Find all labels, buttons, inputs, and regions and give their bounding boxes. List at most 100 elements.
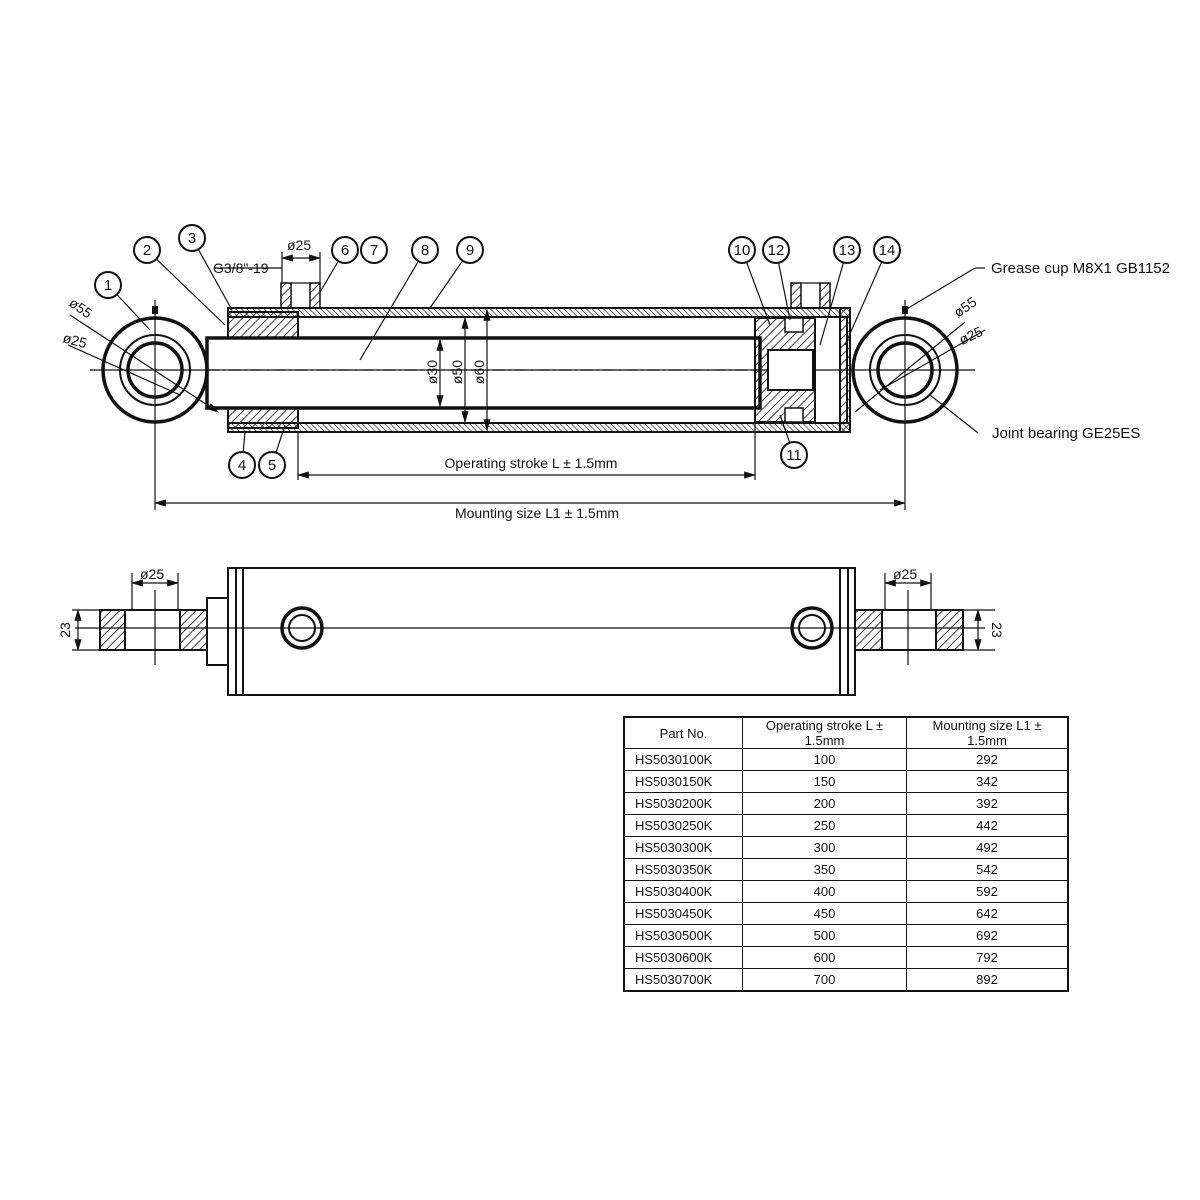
callout-leader: [242, 431, 246, 453]
callout-12: 12: [768, 242, 785, 259]
callout-leader: [779, 414, 791, 443]
cell-mounting: 542: [906, 858, 1069, 881]
cell-mounting: 292: [906, 748, 1069, 771]
cell-mounting: 342: [906, 770, 1069, 793]
header-mounting: Mounting size L1 ± 1.5mm: [906, 716, 1069, 749]
gland-top: [227, 311, 299, 339]
cell-mounting: 642: [906, 902, 1069, 925]
callout-leader: [359, 260, 419, 361]
cell-part-no: HS5030700K: [623, 968, 743, 992]
tube-diameter-label: ø60: [471, 360, 487, 384]
side-left-diameter-label: ø25: [140, 566, 164, 582]
cell-stroke: 300: [742, 836, 907, 859]
left-rod-eye: [67, 300, 220, 510]
cell-mounting: 392: [906, 792, 1069, 815]
callout-6: 6: [341, 242, 349, 259]
left-eye-outer-label: ø55: [66, 294, 95, 321]
callout-10: 10: [734, 242, 751, 259]
cell-stroke: 500: [742, 924, 907, 947]
cell-stroke: 700: [742, 968, 907, 992]
callout-circle: [178, 224, 206, 252]
callout-4: 4: [238, 457, 246, 474]
callout-circle: [360, 236, 388, 264]
cell-mounting: 442: [906, 814, 1069, 837]
cell-stroke: 450: [742, 902, 907, 925]
left-eye-inner-label: ø25: [61, 329, 89, 351]
cell-part-no: HS5030100K: [623, 748, 743, 771]
callout-circle: [762, 236, 790, 264]
cell-part-no: HS5030400K: [623, 880, 743, 903]
cell-stroke: 400: [742, 880, 907, 903]
cell-part-no: HS5030500K: [623, 924, 743, 947]
cell-mounting: 592: [906, 880, 1069, 903]
callout-7: 7: [370, 242, 378, 259]
rod-diameter-label: ø30: [424, 360, 440, 384]
cell-part-no: HS5030350K: [623, 858, 743, 881]
port-right: [790, 282, 831, 309]
mounting-size-label: Mounting size L1 ± 1.5mm: [455, 505, 619, 521]
callout-2: 2: [143, 242, 151, 259]
cell-stroke: 200: [742, 792, 907, 815]
callout-leader: [155, 258, 226, 326]
table-header-row: Part No. Operating stroke L ± 1.5mm Moun…: [623, 716, 1069, 749]
cell-mounting: 692: [906, 924, 1069, 947]
header-stroke: Operating stroke L ± 1.5mm: [742, 716, 907, 749]
right-eye-inner-label: ø25: [957, 323, 986, 348]
port-diameter-label: ø25: [287, 237, 311, 253]
cell-mounting: 792: [906, 946, 1069, 969]
callout-leader: [429, 260, 464, 309]
cell-stroke: 250: [742, 814, 907, 837]
callout-circle: [728, 236, 756, 264]
cell-part-no: HS5030600K: [623, 946, 743, 969]
callout-circle: [411, 236, 439, 264]
tube-wall-top: [227, 307, 851, 318]
section-view: ø30 ø50 ø60 Operating stroke L ± 1.5mm M…: [61, 237, 1170, 521]
header-part-no: Part No.: [623, 716, 743, 749]
callout-8: 8: [421, 242, 429, 259]
tube-wall-bottom: [227, 422, 851, 433]
port-left: [280, 282, 321, 309]
outside-view: ø25 ø25 23 23: [57, 566, 1005, 696]
operating-stroke-label: Operating stroke L ± 1.5mm: [445, 455, 618, 471]
callout-9: 9: [466, 242, 474, 259]
callout-5: 5: [268, 457, 276, 474]
callout-leader: [275, 424, 286, 453]
cell-stroke: 100: [742, 748, 907, 771]
cell-part-no: HS5030150K: [623, 770, 743, 793]
cell-stroke: 350: [742, 858, 907, 881]
callout-leader: [745, 261, 771, 326]
callout-circle: [228, 451, 256, 479]
callout-11: 11: [786, 447, 802, 464]
callout-1: 1: [104, 277, 112, 294]
callout-circle: [780, 441, 808, 469]
side-left-width-label: 23: [57, 622, 73, 638]
callout-circle: [456, 236, 484, 264]
piston: [754, 317, 816, 423]
cell-stroke: 600: [742, 946, 907, 969]
joint-bearing-label: Joint bearing GE25ES: [992, 425, 1140, 442]
callout-circle: [258, 451, 286, 479]
thread-label: G3/8"-19: [213, 260, 269, 276]
callout-leader: [116, 294, 151, 331]
callout-leader: [777, 262, 791, 321]
right-eye-outer-label: ø55: [951, 293, 980, 320]
cell-part-no: HS5030200K: [623, 792, 743, 815]
callout-circle: [331, 236, 359, 264]
callout-circle: [873, 236, 901, 264]
grease-cup-label: Grease cup M8X1 GB1152: [991, 260, 1170, 277]
callout-circle: [833, 236, 861, 264]
part-table: Part No. Operating stroke L ± 1.5mm Moun…: [623, 716, 1069, 992]
callout-leader: [319, 260, 339, 293]
bore-diameter-label: ø50: [449, 360, 465, 384]
callout-leader: [819, 262, 845, 346]
